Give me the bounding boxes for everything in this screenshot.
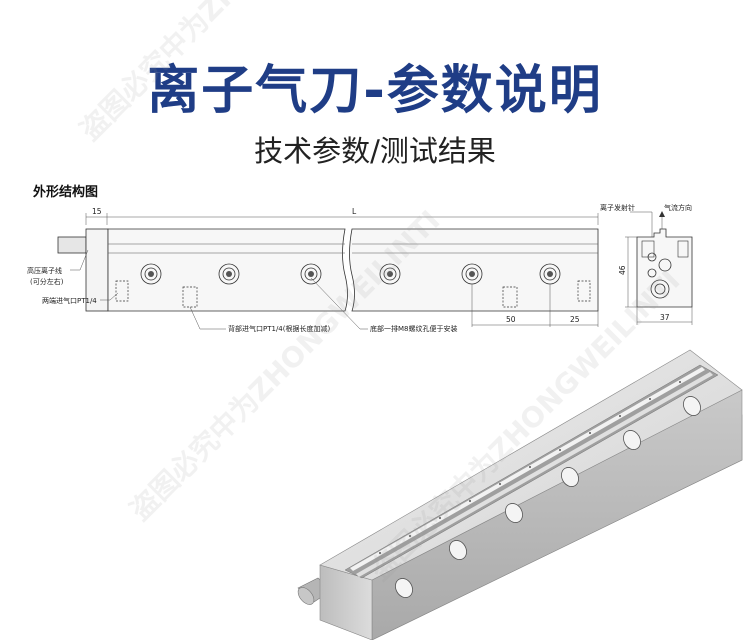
label-emitter: 离子发射针: [600, 203, 635, 212]
label-back-inlet: 背部进气口PT1/4(根据长度加减): [228, 324, 330, 333]
dim-15: 15: [92, 207, 102, 216]
side-holes: [395, 396, 701, 598]
label-end-inlet: 两端进气口PT1/4: [42, 296, 97, 305]
dim-50: 50: [506, 315, 516, 324]
side-view: 离子发射针 气流方向 46 37: [600, 203, 693, 325]
dim-46: 46: [618, 265, 627, 275]
page-title: 离子气刀-参数说明: [147, 61, 603, 121]
outline-drawing: 15 L 50 25 高压离子线 (可分左右) 两端进气口PT1/4 背部进气口…: [27, 203, 693, 333]
dim-L: L: [352, 207, 357, 216]
emitter-pins: [379, 381, 681, 554]
mounting-holes: [140, 263, 561, 285]
dim-37: 37: [660, 313, 670, 322]
label-hv-line-sub: (可分左右): [30, 277, 64, 286]
dim-25: 25: [570, 315, 580, 324]
section-label: 外形结构图: [33, 185, 99, 200]
page-subtitle: 技术参数/测试结果: [254, 134, 496, 168]
product-render: [297, 349, 743, 640]
label-airflow: 气流方向: [664, 203, 692, 212]
label-bottom-holes: 底部一排M8螺纹孔便于安装: [370, 324, 458, 333]
label-hv-line: 高压离子线: [27, 266, 62, 275]
